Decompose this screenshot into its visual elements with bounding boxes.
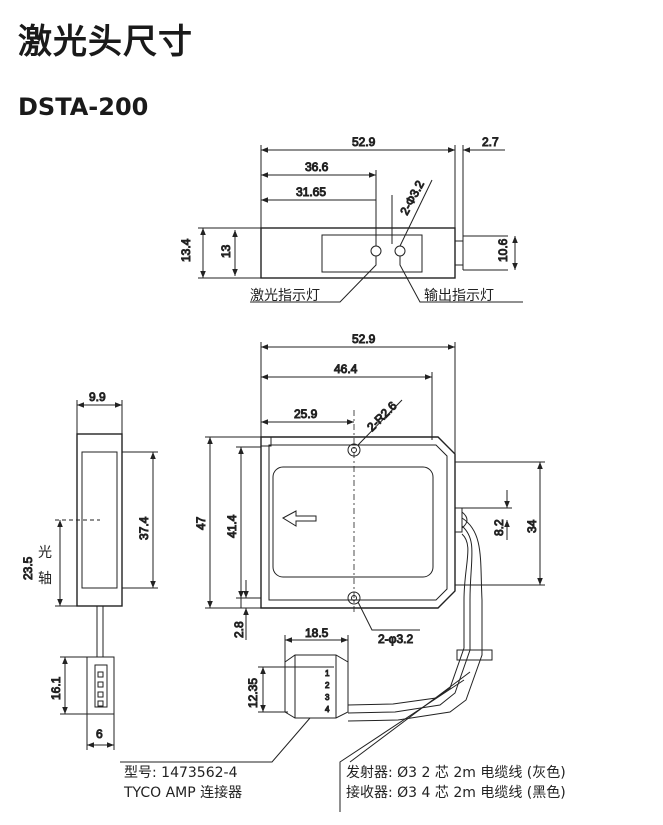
side-connector [86, 656, 115, 715]
front-dim-82: 8.2 [492, 519, 506, 536]
side-dim-axis: 23.5 [21, 556, 35, 580]
laser-led-icon [370, 245, 382, 257]
front-dim-28: 2.8 [232, 621, 246, 638]
page-title: 激光头尺寸 [18, 22, 193, 62]
transmitter-cable-text: 发射器: Ø3 2 芯 2m 电缆线 (灰色) [346, 764, 566, 781]
front-dim-overall: 52.9 [352, 332, 376, 346]
top-cable-stub [454, 240, 464, 266]
pin-4: 4 [325, 705, 330, 714]
label-laser-led: 激光指示灯 [250, 287, 320, 303]
receiver-cable-text: 接收器: Ø3 4 芯 2m 电缆线 (黑色) [346, 784, 566, 801]
side-dim-conn-w: 6 [96, 727, 103, 741]
top-dim-h134: 13.4 [179, 238, 193, 262]
output-led-icon [394, 245, 406, 257]
front-dim-47: 47 [194, 516, 208, 530]
front-dim-1235: 12.35 [246, 678, 260, 708]
front-cable-gland [454, 507, 463, 533]
connector-model-text: 型号: 1473562-4 [124, 765, 238, 781]
front-connector [284, 654, 349, 719]
front-dim-185: 18.5 [305, 626, 329, 640]
pin-2: 2 [325, 681, 330, 690]
front-dim-259: 25.9 [294, 407, 318, 421]
pin-1: 1 [325, 669, 330, 678]
front-dim-holes: 2-φ3.2 [378, 632, 413, 646]
front-dim-radius: 2-R2.6 [364, 399, 400, 435]
top-dim-cable-h: 10.6 [496, 238, 510, 262]
top-dim-366: 36.6 [305, 160, 329, 174]
side-dim-width: 9.9 [89, 390, 106, 404]
axis-label-2: 轴 [38, 570, 52, 586]
front-dim-34: 34 [525, 519, 539, 533]
top-view: 52.9 2.7 36.6 31.65 2-Φ3.2 13.4 13 10.6 … [179, 135, 523, 303]
label-output-led: 输出指示灯 [424, 287, 494, 303]
front-view: 52.9 46.4 25.9 2-R2.6 47 41.4 2.8 2-φ3.2… [120, 332, 545, 812]
front-arrow-icon [281, 510, 317, 527]
side-dim-height: 37.4 [137, 516, 151, 540]
top-dim-holes: 2-Φ3.2 [397, 178, 427, 217]
top-window [321, 234, 423, 273]
front-window [272, 466, 434, 578]
model-name: DSTA-200 [18, 93, 149, 121]
pin-3: 3 [325, 693, 330, 702]
top-dim-overall: 52.9 [352, 135, 376, 149]
front-dim-414: 41.4 [225, 514, 239, 538]
connector-brand-text: TYCO AMP 连接器 [123, 784, 242, 801]
top-dim-3165: 31.65 [296, 185, 326, 199]
side-dim-conn-h: 16.1 [49, 676, 63, 700]
side-view: 9.9 37.4 23.5 光 轴 16.1 6 [21, 390, 158, 750]
axis-label-1: 光 [38, 544, 52, 560]
top-dim-h13: 13 [219, 244, 233, 258]
top-dim-cable: 2.7 [482, 135, 499, 149]
front-dim-464: 46.4 [334, 362, 358, 376]
